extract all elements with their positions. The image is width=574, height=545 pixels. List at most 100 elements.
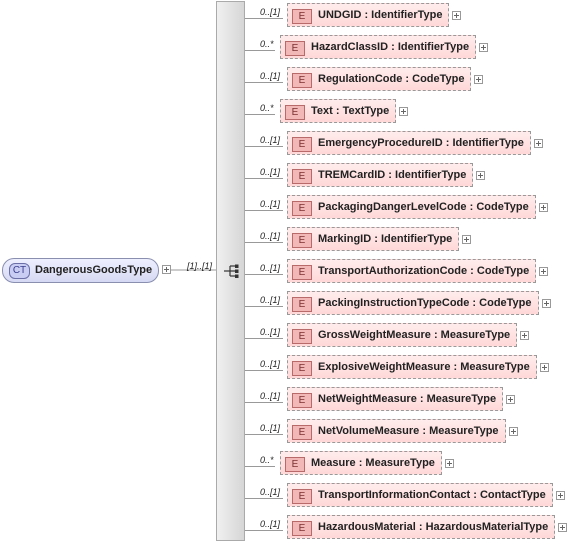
element-name: HazardClassID — [311, 41, 389, 53]
element-name: EmergencyProcedureID — [318, 137, 443, 149]
expand-icon[interactable] — [556, 491, 565, 500]
element-row: 0..* E Measure : MeasureType — [0, 449, 574, 481]
connector-line — [245, 50, 275, 51]
type-separator: : — [469, 297, 480, 309]
element-badge: E — [292, 201, 312, 216]
complex-type-badge: CT — [9, 263, 30, 279]
expand-icon[interactable] — [520, 331, 529, 340]
type-separator: : — [450, 361, 461, 373]
type-separator: : — [355, 457, 366, 469]
element-node[interactable]: E Measure : MeasureType — [280, 451, 442, 475]
occurrence-label: 0..[1] — [260, 199, 281, 209]
element-label: NetWeightMeasure : MeasureType — [318, 393, 496, 405]
expand-icon[interactable] — [539, 203, 548, 212]
element-label: EmergencyProcedureID : IdentifierType — [318, 137, 524, 149]
expand-icon[interactable] — [539, 267, 548, 276]
element-badge: E — [285, 457, 305, 472]
element-badge: E — [292, 425, 312, 440]
type-separator: : — [430, 329, 441, 341]
element-node[interactable]: E HazardClassID : IdentifierType — [280, 35, 476, 59]
occurrence-label: 0..[1] — [260, 263, 281, 273]
element-name: ExplosiveWeightMeasure — [318, 361, 451, 373]
expand-icon[interactable] — [509, 427, 518, 436]
expand-icon[interactable] — [452, 11, 461, 20]
element-badge: E — [285, 41, 305, 56]
element-type: ContactType — [479, 489, 546, 501]
element-badge: E — [292, 233, 312, 248]
element-label: ExplosiveWeightMeasure : MeasureType — [318, 361, 530, 373]
element-badge: E — [292, 521, 312, 536]
element-name: TREMCardID — [318, 169, 386, 181]
occurrence-label: 0..[1] — [260, 167, 281, 177]
connector-line — [245, 274, 283, 275]
occurrence-label: 0..[1] — [260, 423, 281, 433]
expand-icon[interactable] — [445, 459, 454, 468]
element-badge: E — [292, 329, 312, 344]
element-badge: E — [292, 9, 312, 24]
connector-line — [245, 82, 283, 83]
element-badge: E — [292, 489, 312, 504]
type-separator: : — [361, 9, 372, 21]
element-node[interactable]: E TransportInformationContact : ContactTy… — [287, 483, 553, 507]
element-type: CodeType — [479, 297, 532, 309]
expand-icon[interactable] — [399, 107, 408, 116]
element-name: UNDGID — [318, 9, 362, 21]
connector-line — [245, 370, 283, 371]
occurrence-label: 0..[1] — [260, 231, 281, 241]
element-label: Measure : MeasureType — [311, 457, 435, 469]
occurrence-label: 0..* — [260, 455, 274, 465]
connector-line — [245, 18, 283, 19]
element-type: MeasureType — [460, 361, 530, 373]
expand-icon[interactable] — [540, 363, 549, 372]
expand-icon[interactable] — [462, 235, 471, 244]
element-type: CodeType — [412, 73, 465, 85]
sequence-compositor-icon[interactable] — [224, 264, 240, 278]
element-badge: E — [285, 105, 305, 120]
expand-icon[interactable] — [474, 75, 483, 84]
expand-icon[interactable] — [479, 43, 488, 52]
element-name: TransportInformationContact — [318, 489, 471, 501]
expand-icon[interactable] — [558, 523, 567, 532]
expand-icon[interactable] — [506, 395, 515, 404]
sequence-cardinality: [1]..[1] — [187, 261, 213, 271]
expand-icon[interactable] — [476, 171, 485, 180]
connector-line — [245, 402, 283, 403]
complex-type-node[interactable]: CT DangerousGoodsType — [2, 258, 159, 283]
connector-line — [245, 530, 283, 531]
element-type: MeasureType — [365, 457, 435, 469]
expand-icon[interactable] — [534, 139, 543, 148]
element-type: CodeType — [476, 265, 530, 277]
element-type: MeasureType — [426, 393, 497, 405]
occurrence-label: 0..[1] — [260, 7, 281, 17]
element-label: HazardClassID : IdentifierType — [311, 41, 469, 53]
element-label: TransportInformationContact : ContactTyp… — [318, 489, 546, 501]
element-name: MarkingID — [318, 233, 372, 245]
connector-line — [245, 178, 283, 179]
element-badge: E — [292, 265, 312, 280]
collapse-toggle-icon[interactable] — [162, 265, 171, 274]
type-separator: : — [402, 73, 413, 85]
expand-icon[interactable] — [542, 299, 551, 308]
connector-line — [245, 114, 275, 115]
element-type: IdentifierType — [452, 137, 524, 149]
